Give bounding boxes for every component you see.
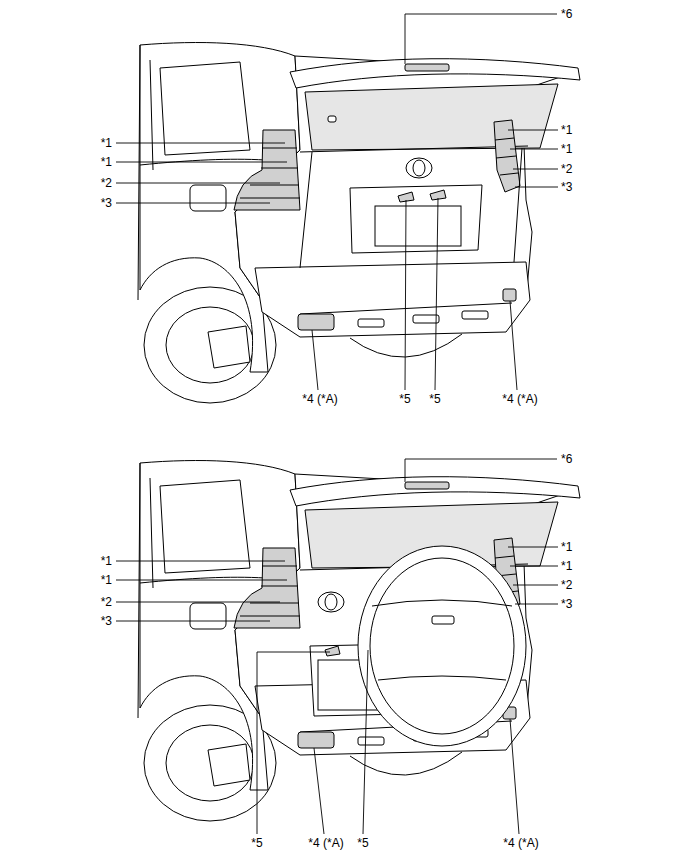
callout-number: *1 [561,559,572,573]
callout-number: *1 [561,540,572,554]
callout-number: *5 [429,392,440,406]
callout-number: *6 [561,7,572,21]
callout-number: *5 [357,836,368,850]
callout-number: *1 [101,554,112,568]
callout-number-ref: *4 (*A) [302,392,337,406]
callout-number: *1 [561,142,572,156]
leader-lines [116,14,558,834]
callout-number: *3 [561,180,572,194]
callout-number: *2 [101,595,112,609]
callout-number: *5 [399,392,410,406]
callout-number: *2 [561,578,572,592]
callout-number: *1 [561,123,572,137]
callout-number-ref: *4 (*A) [502,392,537,406]
callout-number: *6 [561,452,572,466]
callout-number: *1 [101,136,112,150]
callout-number: *3 [101,196,112,210]
callout-number: *1 [101,573,112,587]
callout-number: *3 [561,597,572,611]
callout-number: *3 [101,614,112,628]
callout-number: *5 [251,836,262,850]
callout-number-ref: *4 (*A) [503,836,538,850]
callout-number: *2 [101,176,112,190]
vehicle-without-spare-tire [138,43,580,403]
callout-number: *1 [101,155,112,169]
callout-number-ref: *4 (*A) [308,836,343,850]
callout-number: *2 [561,162,572,176]
